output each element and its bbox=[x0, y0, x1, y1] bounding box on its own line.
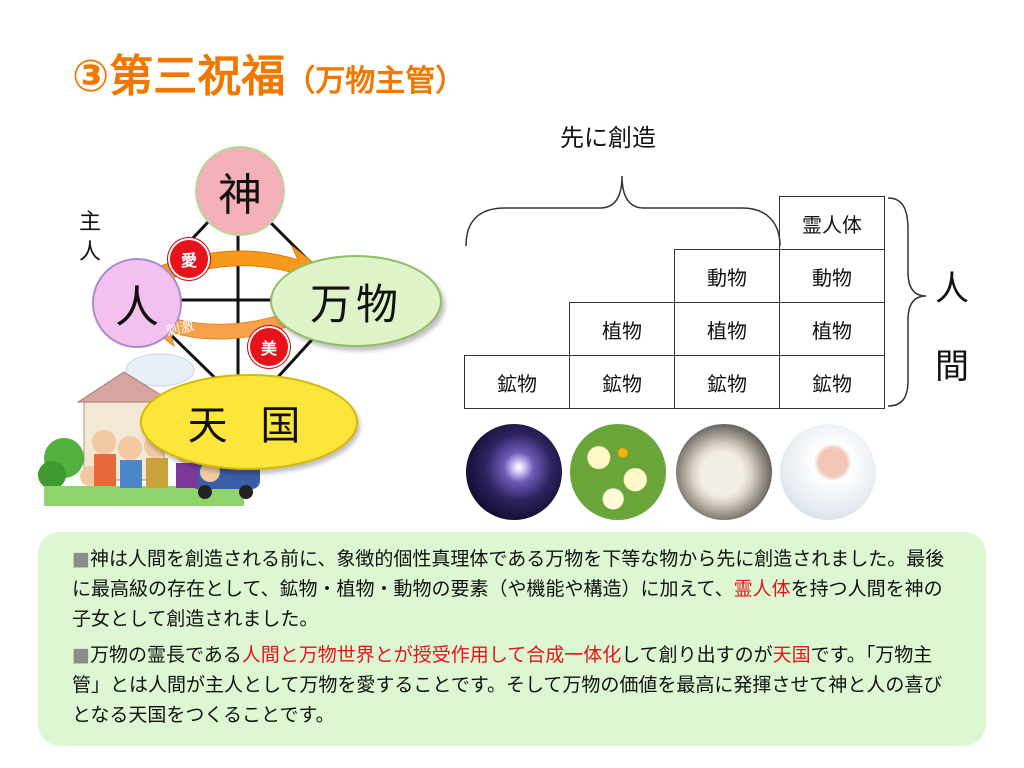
table-row: 鉱物 鉱物 鉱物 鉱物 bbox=[465, 356, 885, 409]
table-cell: 植物 bbox=[780, 303, 885, 356]
table-cell: 植物 bbox=[570, 303, 675, 356]
hierarchy-table: 霊人体 動物 動物 植物 植物 植物 鉱物 鉱物 鉱物 鉱物 bbox=[464, 196, 885, 409]
humans-label: 人間 bbox=[930, 250, 974, 406]
beauty-badge: 美 bbox=[248, 326, 290, 368]
baby-photo bbox=[780, 424, 876, 520]
god-circle: 神 bbox=[195, 146, 285, 236]
table-cell bbox=[465, 250, 570, 303]
all-things-ellipse: 万物 bbox=[270, 255, 442, 347]
paragraph-1: ■神は人間を創造される前に、象徴的個性真理体である万物を下等な物から先に創造され… bbox=[72, 544, 952, 634]
heaven-ellipse: 天 国 bbox=[140, 374, 358, 470]
table-row: 植物 植物 植物 bbox=[465, 303, 885, 356]
paragraph-2: ■万物の霊長である人間と万物世界とが授受作用して合成一体化して創り出すのが天国で… bbox=[72, 640, 952, 730]
table-cell bbox=[570, 250, 675, 303]
created-first-label: 先に創造 bbox=[560, 118, 656, 153]
table-cell: 植物 bbox=[675, 303, 780, 356]
bullet-square-icon: ■ bbox=[72, 644, 90, 666]
table-cell: 鉱物 bbox=[570, 356, 675, 409]
table-cell bbox=[465, 197, 570, 250]
galaxy-photo bbox=[466, 424, 562, 520]
para-2-text-a: 万物の霊長である bbox=[90, 644, 242, 666]
table-cell bbox=[675, 197, 780, 250]
table-cell: 霊人体 bbox=[780, 197, 885, 250]
heaven-label: 天 国 bbox=[188, 393, 311, 451]
table-row: 霊人体 bbox=[465, 197, 885, 250]
table-cell: 鉱物 bbox=[465, 356, 570, 409]
para-2-text-c: して創り出すのが bbox=[621, 644, 772, 666]
table-cell: 鉱物 bbox=[675, 356, 780, 409]
table-cell: 動物 bbox=[675, 250, 780, 303]
table-cell bbox=[465, 303, 570, 356]
table-cell bbox=[570, 197, 675, 250]
brace-humans bbox=[888, 198, 926, 406]
para-2-highlight-2: 天国 bbox=[773, 644, 811, 666]
table-cell: 動物 bbox=[780, 250, 885, 303]
love-badge: 愛 bbox=[168, 238, 210, 280]
para-2-highlight-1: 人間と万物世界とが授受作用して合成一体化 bbox=[242, 644, 621, 666]
lamb-photo bbox=[676, 424, 772, 520]
all-things-label: 万物 bbox=[310, 271, 402, 332]
master-label: 主人 bbox=[76, 208, 104, 268]
flowers-photo bbox=[570, 424, 666, 520]
table-cell: 鉱物 bbox=[780, 356, 885, 409]
god-label: 神 bbox=[218, 159, 262, 223]
para-1-highlight: 霊人体 bbox=[734, 578, 791, 600]
table-row: 動物 動物 bbox=[465, 250, 885, 303]
person-label: 人 bbox=[115, 271, 159, 335]
bullet-square-icon: ■ bbox=[72, 548, 90, 570]
